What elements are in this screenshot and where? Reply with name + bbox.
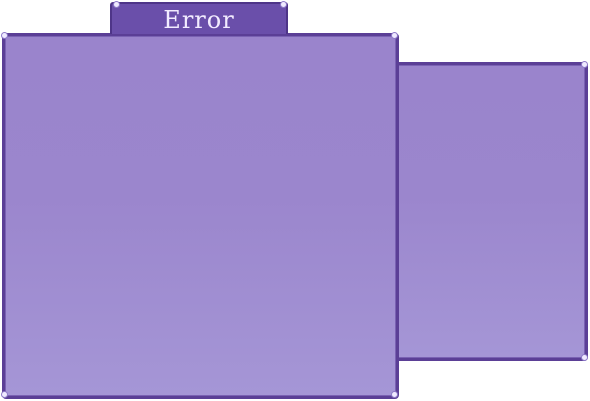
side-panel — [393, 62, 588, 361]
rivet-icon — [581, 354, 588, 361]
rivet-icon — [113, 1, 120, 8]
rivet-icon — [1, 391, 8, 398]
rivet-icon — [581, 61, 588, 68]
dialog-title: Error — [163, 5, 235, 34]
rivet-icon — [280, 1, 287, 8]
title-tab: Error — [110, 2, 288, 34]
rivet-icon — [391, 391, 398, 398]
main-panel — [2, 33, 399, 399]
rivet-icon — [1, 32, 8, 39]
rivet-icon — [391, 32, 398, 39]
